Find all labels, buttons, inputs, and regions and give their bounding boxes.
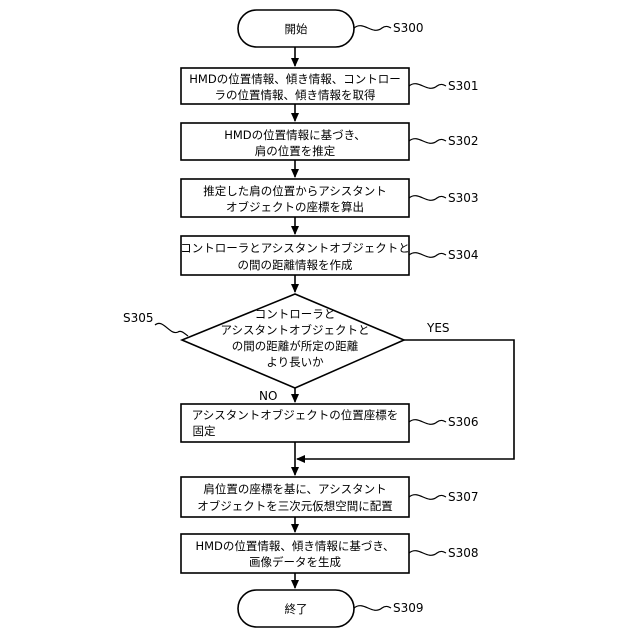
no-label: NO bbox=[259, 389, 277, 403]
step-s303: 推定した肩の位置からアシスタント オブジェクトの座標を算出 bbox=[181, 179, 409, 217]
s306-line-2: 固定 bbox=[193, 424, 216, 438]
label-s300: S300 bbox=[393, 21, 424, 35]
yes-label: YES bbox=[426, 321, 450, 335]
label-s301: S301 bbox=[448, 79, 479, 93]
s303-line-1: 推定した肩の位置からアシスタント bbox=[203, 184, 387, 198]
step-s304: コントローラとアシスタントオブジェクトと の間の距離情報を作成 bbox=[180, 236, 410, 275]
start-text: 開始 bbox=[285, 22, 308, 36]
s306-line-1: アシスタントオブジェクトの位置座標を bbox=[192, 408, 399, 422]
s305-line-2: アシスタントオブジェクトと bbox=[220, 323, 369, 337]
label-s304: S304 bbox=[448, 248, 479, 262]
start-terminal: 開始 bbox=[238, 10, 354, 47]
leader-s300 bbox=[354, 26, 391, 31]
label-s309: S309 bbox=[393, 601, 424, 615]
s302-line-2: 肩の位置を推定 bbox=[255, 144, 336, 158]
s304-line-2: の間の距離情報を作成 bbox=[238, 258, 353, 272]
end-text: 終了 bbox=[285, 602, 308, 616]
s308-line-2: 画像データを生成 bbox=[249, 555, 341, 569]
step-s302: HMDの位置情報に基づき、 肩の位置を推定 bbox=[181, 123, 409, 160]
step-s307: 肩位置の座標を基に、アシスタント オブジェクトを三次元仮想空間に配置 bbox=[181, 477, 409, 517]
s307-line-1: 肩位置の座標を基に、アシスタント bbox=[203, 482, 386, 496]
s301-line-2: ラの位置情報、傾き情報を取得 bbox=[215, 88, 376, 102]
step-s306: アシスタントオブジェクトの位置座標を 固定 bbox=[181, 404, 409, 442]
step-s308: HMDの位置情報、傾き情報に基づき、 画像データを生成 bbox=[181, 534, 409, 573]
leader-s305 bbox=[155, 323, 188, 336]
leader-s303 bbox=[409, 196, 446, 201]
s308-line-1: HMDの位置情報、傾き情報に基づき、 bbox=[195, 539, 394, 553]
label-s307: S307 bbox=[448, 490, 479, 504]
s303-line-2: オブジェクトの座標を算出 bbox=[226, 200, 364, 214]
s305-line-3: の間の距離が所定の距離 bbox=[232, 339, 359, 353]
label-s306: S306 bbox=[448, 415, 479, 429]
label-s303: S303 bbox=[448, 191, 479, 205]
s302-line-1: HMDの位置情報に基づき、 bbox=[224, 128, 366, 142]
leader-s302 bbox=[409, 139, 446, 144]
label-s308: S308 bbox=[448, 546, 479, 560]
label-s302: S302 bbox=[448, 134, 479, 148]
s305-line-1: コントローラと bbox=[255, 307, 336, 321]
leader-s306 bbox=[409, 420, 446, 425]
s304-line-1: コントローラとアシスタントオブジェクトと bbox=[180, 241, 410, 255]
s307-line-2: オブジェクトを三次元仮想空間に配置 bbox=[197, 499, 393, 513]
leader-s308 bbox=[409, 551, 446, 556]
decision-s305: コントローラと アシスタントオブジェクトと の間の距離が所定の距離 より長いか bbox=[182, 294, 404, 388]
step-s301: HMDの位置情報、傾き情報、コントロー ラの位置情報、傾き情報を取得 bbox=[181, 68, 409, 104]
end-terminal: 終了 bbox=[238, 590, 354, 627]
leader-s301 bbox=[409, 84, 446, 89]
s305-line-4: より長いか bbox=[266, 355, 324, 369]
leader-s309 bbox=[354, 606, 391, 611]
leader-s304 bbox=[409, 253, 446, 258]
leader-s307 bbox=[409, 495, 446, 500]
label-s305: S305 bbox=[123, 311, 154, 325]
s301-line-1: HMDの位置情報、傾き情報、コントロー bbox=[189, 72, 400, 86]
